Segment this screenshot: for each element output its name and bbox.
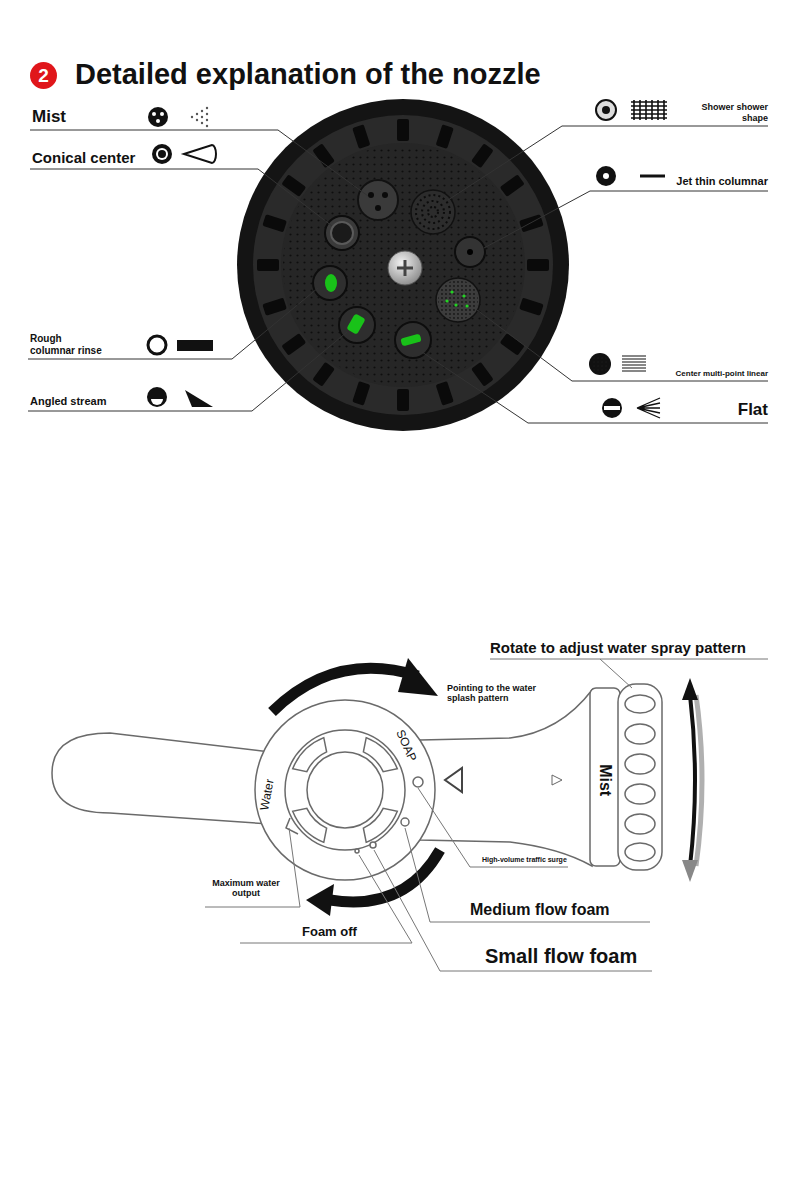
title: Detailed explanation of the nozzle bbox=[75, 58, 541, 91]
part-label: Center multi-point linear bbox=[676, 369, 768, 378]
part-label: Rotate to adjust water spray pattern bbox=[490, 639, 746, 656]
callout-number: 2 bbox=[38, 66, 49, 85]
part-label: Mist bbox=[32, 107, 66, 127]
part-label: Flat bbox=[738, 400, 768, 420]
part-label: Shower shower shape bbox=[694, 102, 768, 123]
part-label: High-volume traffic surge bbox=[482, 856, 567, 864]
number-badge: 2 bbox=[30, 62, 57, 89]
part-label: Rough columnar rinse bbox=[30, 333, 108, 356]
part-label: Foam off bbox=[302, 925, 357, 940]
part-label: Angled stream bbox=[30, 395, 106, 408]
part-label: Conical center bbox=[32, 149, 135, 166]
part-label: Jet thin columnar bbox=[676, 175, 768, 188]
part-label: Pointing to the water splash pattern bbox=[447, 683, 559, 704]
part-label: Medium flow foam bbox=[470, 901, 610, 919]
part-label: Maximum water output bbox=[202, 878, 290, 899]
part-label: Small flow foam bbox=[485, 945, 637, 968]
part-label: Mist bbox=[596, 764, 614, 796]
